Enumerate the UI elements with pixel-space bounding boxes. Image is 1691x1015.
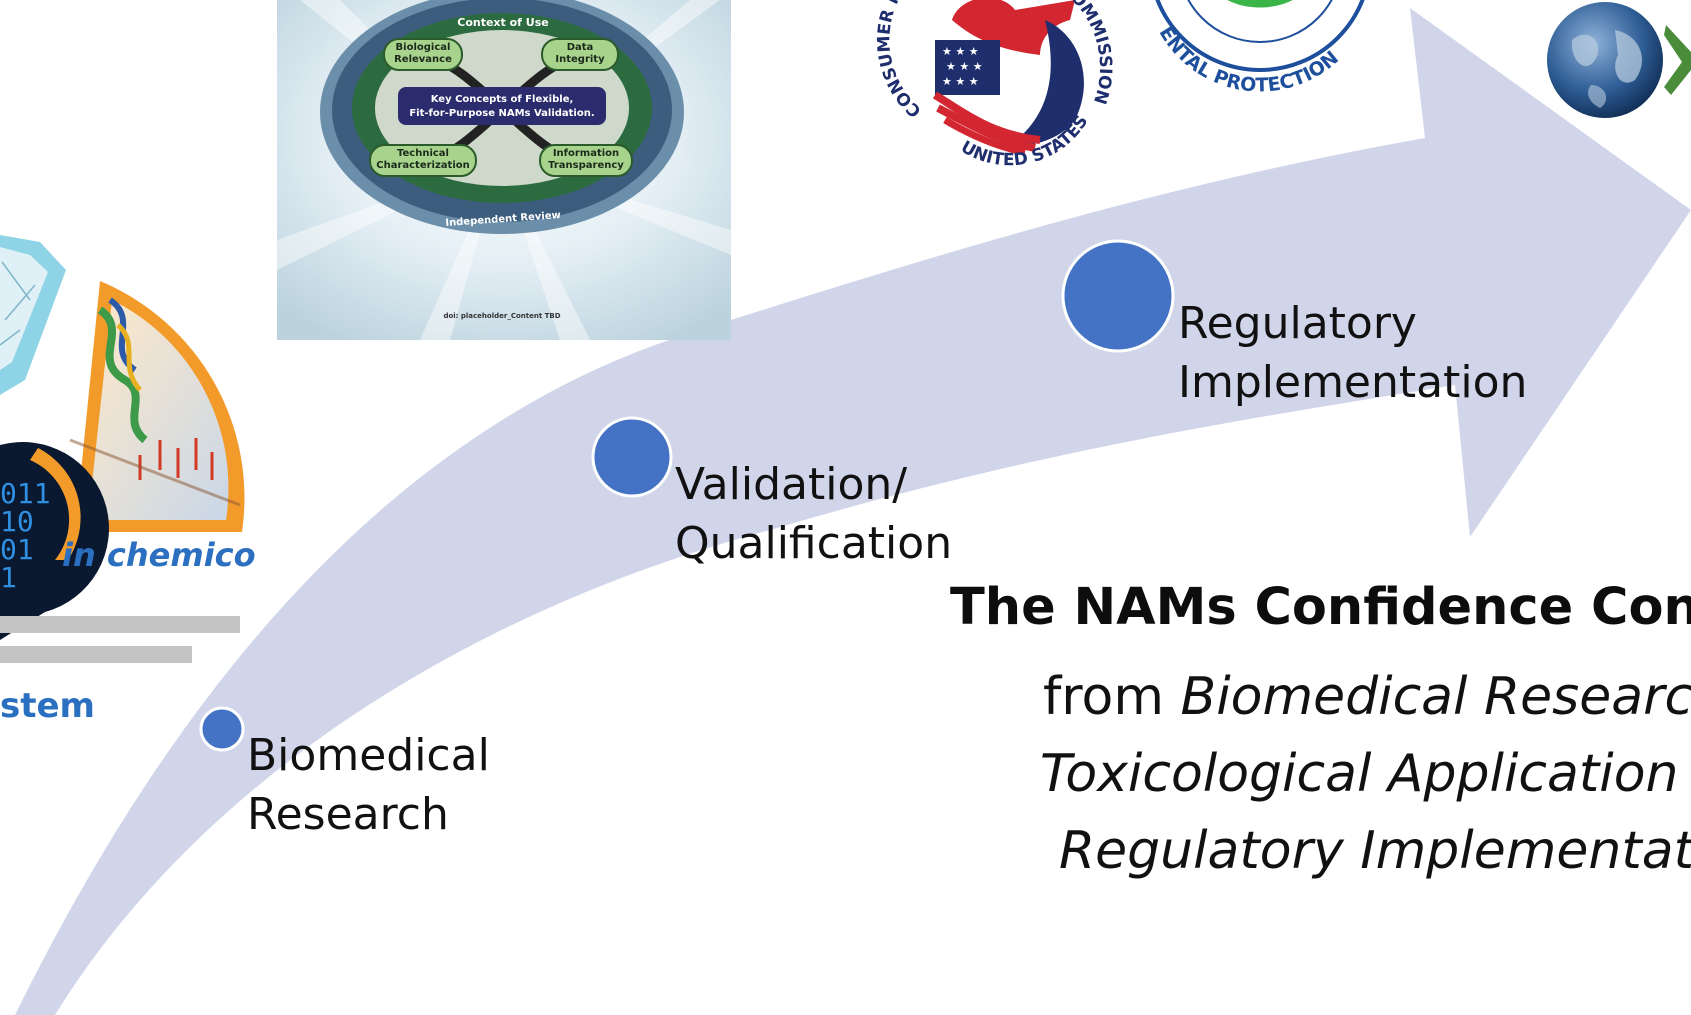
in-chemico-label: in chemico xyxy=(62,536,256,574)
nams-validation-figure: Context of Use Independent Review Biolog… xyxy=(277,0,731,340)
subtitle-line-3: Regulatory Implementati xyxy=(1059,821,1691,881)
svg-text:★ ★ ★: ★ ★ ★ xyxy=(946,60,983,73)
information-transparency-label: Information Transparency xyxy=(548,148,624,171)
left-figure xyxy=(0,235,245,663)
subtitle-regulatory-implementation: Regulatory Implementati xyxy=(1059,821,1691,881)
svg-text:★ ★ ★: ★ ★ ★ xyxy=(942,45,979,58)
system-label: stem xyxy=(0,686,95,726)
subtitle-line-2: Toxicological Application xyxy=(1040,744,1678,804)
milestone-marker-biomedical-research xyxy=(199,706,245,752)
binary-digits: 011 10 01 1 xyxy=(0,477,51,594)
globe-logo xyxy=(1547,2,1691,118)
data-integrity-label: Data Integrity xyxy=(555,42,605,65)
subtitle-biomedical-research: Biomedical Researc xyxy=(1180,667,1691,727)
subtitle-toxicological-application: Toxicological Application xyxy=(1040,744,1679,804)
subtitle-line-1: from Biomedical Researc xyxy=(1043,667,1691,727)
svg-text:★ ★ ★: ★ ★ ★ xyxy=(942,75,979,88)
key-concepts-line1: Key Concepts of Flexible, xyxy=(431,94,574,105)
continuum-title: The NAMs Confidence Conti xyxy=(950,578,1691,637)
milestone-label-biomedical-research: Biomedical Research xyxy=(247,730,490,840)
context-of-use-label: Context of Use xyxy=(457,16,548,29)
biological-relevance-label: Biological Relevance xyxy=(394,42,452,65)
milestone-label-validation: Validation/ Qualification xyxy=(675,459,953,569)
subtitle-from-word: from xyxy=(1043,667,1181,727)
technical-characterization-label: Technical Characterization xyxy=(376,148,470,171)
key-concepts-line2: Fit-for-Purpose NAMs Validation. xyxy=(409,108,594,119)
doi-label: doi: placeholder_Content TBD xyxy=(443,312,560,320)
milestone-marker-validation xyxy=(591,416,673,498)
milestone-label-regulatory: Regulatory Implementation xyxy=(1178,298,1528,408)
milestone-marker-regulatory xyxy=(1061,239,1175,353)
continuum-arrow xyxy=(15,8,1691,1015)
